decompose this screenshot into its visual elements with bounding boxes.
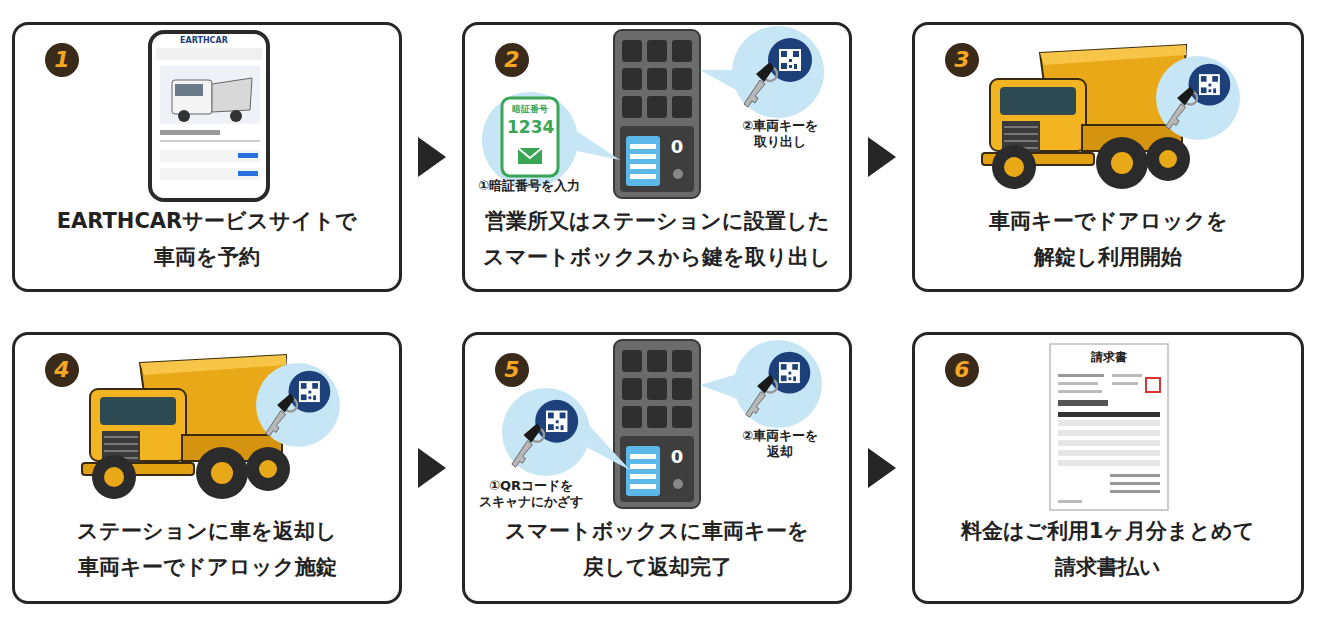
callout-text: ②車両キーを 取り出し (734, 118, 826, 151)
step-caption: EARTHCARサービスサイトで 車両を予約 (21, 203, 393, 275)
step-caption: スマートボックスに車両キーを 戻して返却完了 (471, 513, 843, 585)
step-panel: 1EARTHCARサービスサイトで 車両を予約 (12, 22, 402, 292)
callout-text: ①QRコードを スキャナにかざす (474, 478, 588, 511)
step-number: 1 (45, 43, 79, 77)
step-panel: 3 車両キーでドアロックを 解錠し利用開始 (912, 22, 1304, 292)
step-number: 6 (945, 353, 979, 387)
invoice-illustration (1050, 344, 1168, 510)
flow-arrow (852, 448, 912, 488)
step-panel: 2 営業所又はステーションに設置した スマートボックスから鍵を取り出し (462, 22, 852, 292)
step-caption: 営業所又はステーションに設置した スマートボックスから鍵を取り出し (471, 203, 843, 275)
display-digit: 0 (668, 446, 686, 469)
arrow-head (868, 137, 896, 177)
callout-text: ①暗証番号を入力 (478, 178, 580, 194)
flow-arrow (402, 448, 462, 488)
phone-text: 暗証番号 (507, 104, 553, 115)
step-panel: 4 ステーションに車を返却し 車両キーでドアロック施錠 (12, 332, 402, 604)
flow-arrow (852, 137, 912, 177)
step-number: 5 (495, 353, 529, 387)
step-number: 3 (945, 43, 979, 77)
phone-illustration (150, 32, 268, 200)
app-logo: EARTHCAR (180, 36, 228, 46)
step-caption: ステーションに車を返却し 車両キーでドアロック施錠 (21, 513, 393, 585)
arrow-head (418, 137, 446, 177)
pin-code: 1234 (507, 117, 553, 138)
arrow-head (418, 448, 446, 488)
step-panel: 6 料金はご利用1ヶ月分まとめて 請求書払い (912, 332, 1304, 604)
step-number: 2 (495, 43, 529, 77)
flow-arrow (402, 137, 462, 177)
callout-text: ②車両キーを 返却 (734, 428, 826, 461)
display-digit: 0 (668, 136, 686, 159)
arrow-head (868, 448, 896, 488)
step-caption: 車両キーでドアロックを 解錠し利用開始 (921, 203, 1295, 275)
step-number: 4 (45, 353, 79, 387)
step-panel: 5 スマートボックスに車両キーを 戻して返却完了 (462, 332, 852, 604)
document-title: 請求書 (1084, 350, 1134, 365)
step-caption: 料金はご利用1ヶ月分まとめて 請求書払い (921, 513, 1295, 585)
